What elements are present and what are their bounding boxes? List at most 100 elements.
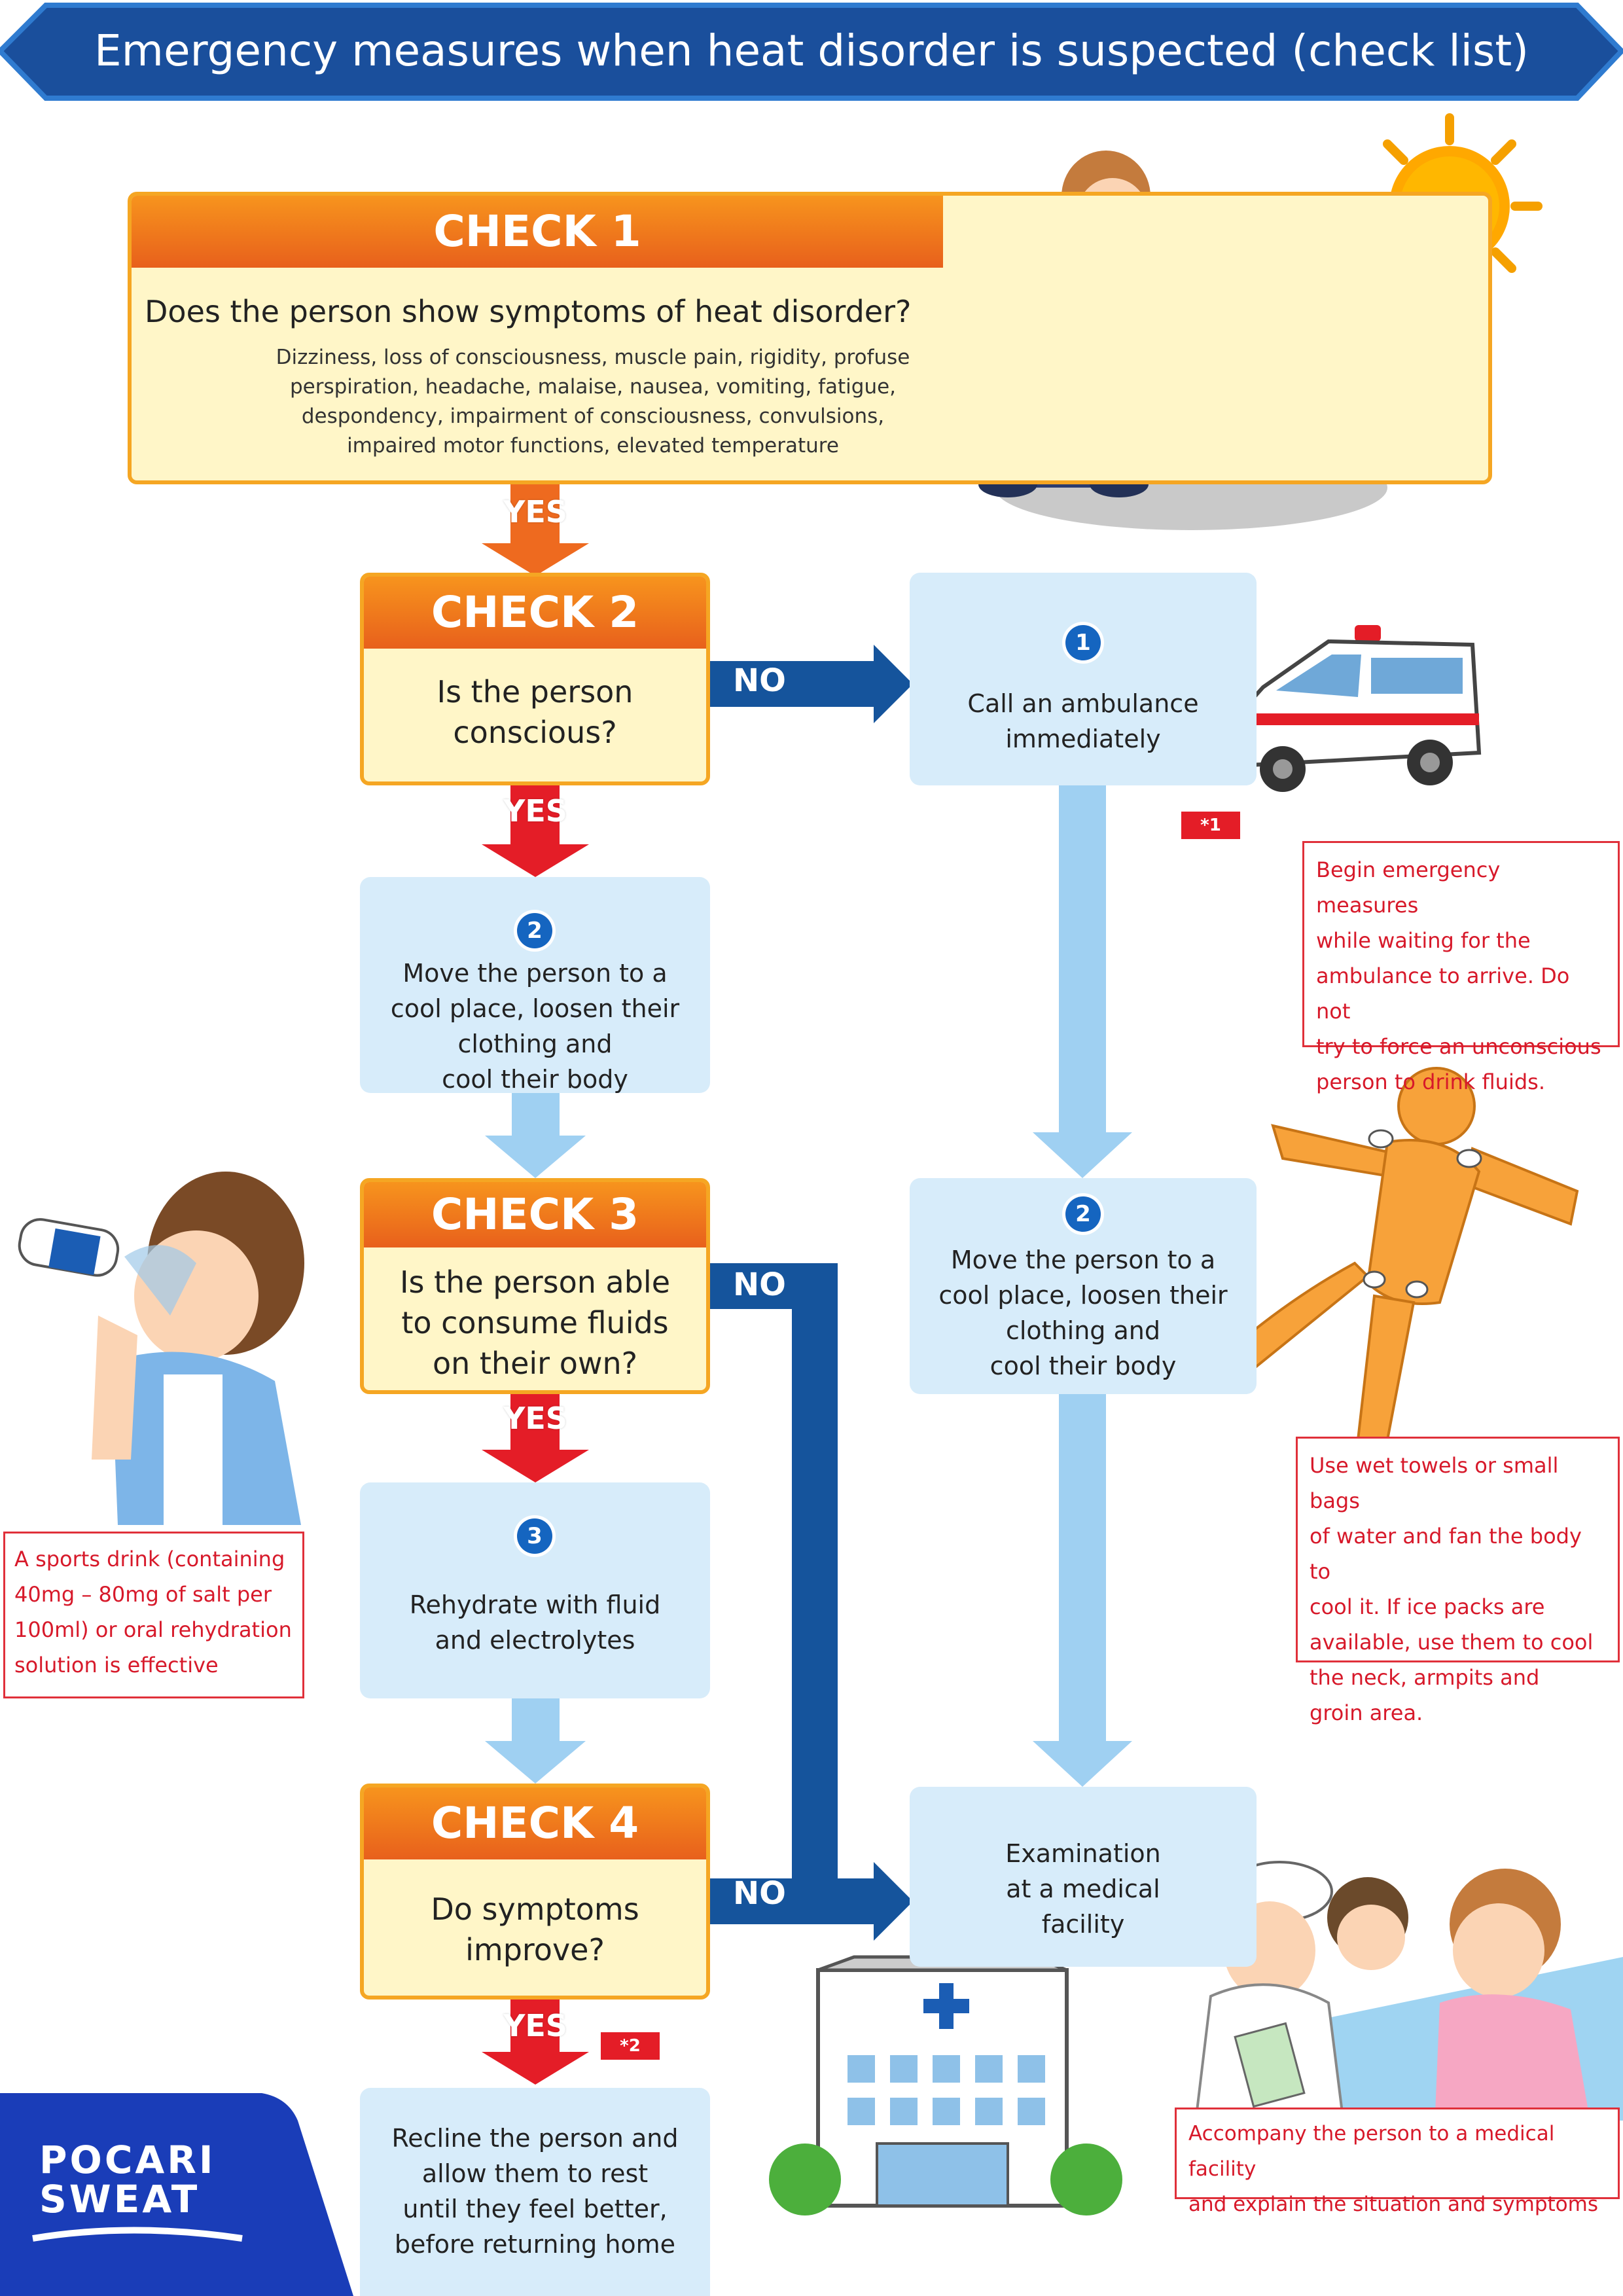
note-line: solution is effective [14, 1653, 219, 1677]
yes-arrow-2 [482, 785, 589, 877]
step-line: Recline the person and [391, 2124, 679, 2153]
recline-text: Recline the person and allow them to res… [366, 2121, 704, 2262]
step-line: immediately [1005, 725, 1161, 753]
footnote-tag-2: *2 [601, 2032, 660, 2060]
page-title: Emergency measures when heat disorder is… [94, 26, 1529, 76]
note-line: and explain the situation and symptoms [1188, 2193, 1598, 2216]
logo-wave [32, 2227, 243, 2242]
note-line: Accompany the person to a medical facili… [1188, 2122, 1555, 2181]
step-line: until they feel better, [402, 2195, 668, 2223]
drink-note: A sports drink (containing 40mg – 80mg o… [3, 1532, 304, 1698]
no-arrow-2 [710, 645, 913, 723]
cooling-figure-illustration [1215, 1067, 1579, 1441]
check2-no-label: NO [733, 662, 786, 699]
symptom-line: perspiration, headache, malaise, nausea,… [289, 375, 897, 399]
check4-yes-label: YES [503, 2008, 567, 2043]
cooling-note: Use wet towels or small bags of water an… [1296, 1437, 1620, 1725]
question-line: to consume fluids [401, 1305, 669, 1340]
title-banner [0, 3, 1623, 101]
ambulance-illustration [1231, 625, 1482, 792]
note-line: Use wet towels or small bags [1310, 1453, 1559, 1513]
step-line: cool their body [990, 1352, 1177, 1380]
check1-box: CHECK 1 Does the person show symptoms of… [128, 192, 1492, 484]
step-number-badge: 3 [517, 1518, 552, 1554]
check2-label: CHECK 2 [364, 577, 706, 649]
note-line: cool it. If ice packs are [1310, 1594, 1545, 1619]
step-line: before returning home [394, 2230, 676, 2259]
step-line: cool place, loosen their [938, 1281, 1228, 1310]
check4-box: CHECK 4 Do symptoms improve? [360, 1784, 710, 2000]
check4-question: Do symptoms improve? [364, 1889, 706, 1970]
question-line: conscious? [453, 715, 617, 750]
recline-box: Recline the person and allow them to res… [360, 2088, 710, 2296]
move-cool-place-text-left: Move the person to a cool place, loosen … [366, 956, 704, 1097]
check3-label: CHECK 3 [364, 1182, 706, 1247]
rehydrate-box: 3 Rehydrate with fluid and electrolytes [360, 1482, 710, 1698]
check4-no-label: NO [733, 1875, 786, 1912]
question-line: Is the person able [399, 1265, 671, 1300]
note-line: available, use them to cool [1310, 1630, 1594, 1655]
step-line: and electrolytes [435, 1626, 635, 1655]
symptom-line: Dizziness, loss of consciousness, muscle… [276, 346, 910, 369]
check3-question: Is the person able to consume fluids on … [364, 1262, 706, 1384]
footnote-tag-1: *1 [1181, 812, 1240, 839]
step-line: allow them to rest [421, 2159, 649, 2188]
step-number-badge: 2 [517, 913, 552, 948]
check1-label: CHECK 1 [132, 196, 943, 268]
drinking-boy-illustration [18, 1172, 304, 1525]
rehydrate-text: Rehydrate with fluid and electrolytes [366, 1587, 704, 1658]
down-arrow-3 [485, 1698, 586, 1784]
step-line: at a medical [1006, 1874, 1160, 1903]
question-line: on their own? [432, 1346, 638, 1381]
step-number-badge: 1 [1065, 625, 1101, 660]
step-line: Call an ambulance [967, 689, 1199, 718]
note-line: of water and fan the body to [1310, 1524, 1582, 1584]
step-number-badge: 2 [1065, 1196, 1101, 1232]
call-ambulance-text: Call an ambulance immediately [916, 686, 1250, 757]
down-arrow-2 [485, 1093, 586, 1178]
step-line: Move the person to a [950, 1246, 1216, 1274]
pocari-sweat-logo: POCARI SWEAT [39, 2140, 216, 2219]
step-line: Rehydrate with fluid [409, 1590, 661, 1619]
step-line: clothing and [1005, 1316, 1160, 1345]
accompany-note: Accompany the person to a medical facili… [1175, 2108, 1620, 2216]
move-cool-place-text-right: Move the person to a cool place, loosen … [916, 1242, 1250, 1384]
check3-yes-label: YES [503, 1401, 567, 1436]
note-line: groin area. [1310, 1700, 1423, 1725]
step-line: facility [1041, 1910, 1125, 1939]
note-line: 100ml) or oral rehydration [14, 1617, 292, 1642]
note-line: while waiting for the [1316, 928, 1531, 953]
note-line: try to force an unconscious [1316, 1034, 1601, 1059]
symptom-line: impaired motor functions, elevated tempe… [347, 434, 839, 457]
move-cool-place-box-left: 2 Move the person to a cool place, loose… [360, 877, 710, 1094]
yes-arrow-1 [482, 481, 589, 576]
ambulance-note: Begin emergency measures while waiting f… [1302, 841, 1620, 1094]
medical-exam-text: Examination at a medical facility [916, 1836, 1250, 1942]
logo-line: SWEAT [39, 2177, 200, 2221]
no-arrow-3 [710, 1263, 913, 1941]
step-line: cool their body [442, 1065, 628, 1094]
note-line: the neck, armpits and [1310, 1665, 1540, 1690]
logo-background [0, 2093, 353, 2296]
note-line: ambulance to arrive. Do not [1316, 963, 1570, 1024]
question-line: Is the person [437, 674, 633, 709]
check2-box: CHECK 2 Is the person conscious? [360, 573, 710, 785]
check2-question: Is the person conscious? [364, 672, 706, 753]
hospital-illustration [769, 1955, 1122, 2215]
down-arrow-right-1 [1033, 782, 1132, 1178]
yes-arrow-4 [482, 2000, 589, 2085]
check3-no-label: NO [733, 1266, 786, 1303]
check2-yes-label: YES [503, 793, 567, 829]
step-line: clothing and [457, 1030, 613, 1058]
step-line: Examination [1005, 1839, 1161, 1868]
no-arrow-4 [710, 1862, 913, 1941]
note-line: 40mg – 80mg of salt per [14, 1582, 272, 1607]
note-line: Begin emergency measures [1316, 857, 1501, 918]
symptom-line: despondency, impairment of consciousness… [301, 404, 885, 428]
check4-label: CHECK 4 [364, 1787, 706, 1859]
question-line: improve? [465, 1932, 605, 1967]
call-ambulance-box: 1 Call an ambulance immediately [910, 573, 1257, 785]
step-line: Move the person to a [402, 959, 668, 988]
check3-box: CHECK 3 Is the person able to consume fl… [360, 1178, 710, 1394]
move-cool-place-box-right: 2 Move the person to a cool place, loose… [910, 1178, 1257, 1394]
